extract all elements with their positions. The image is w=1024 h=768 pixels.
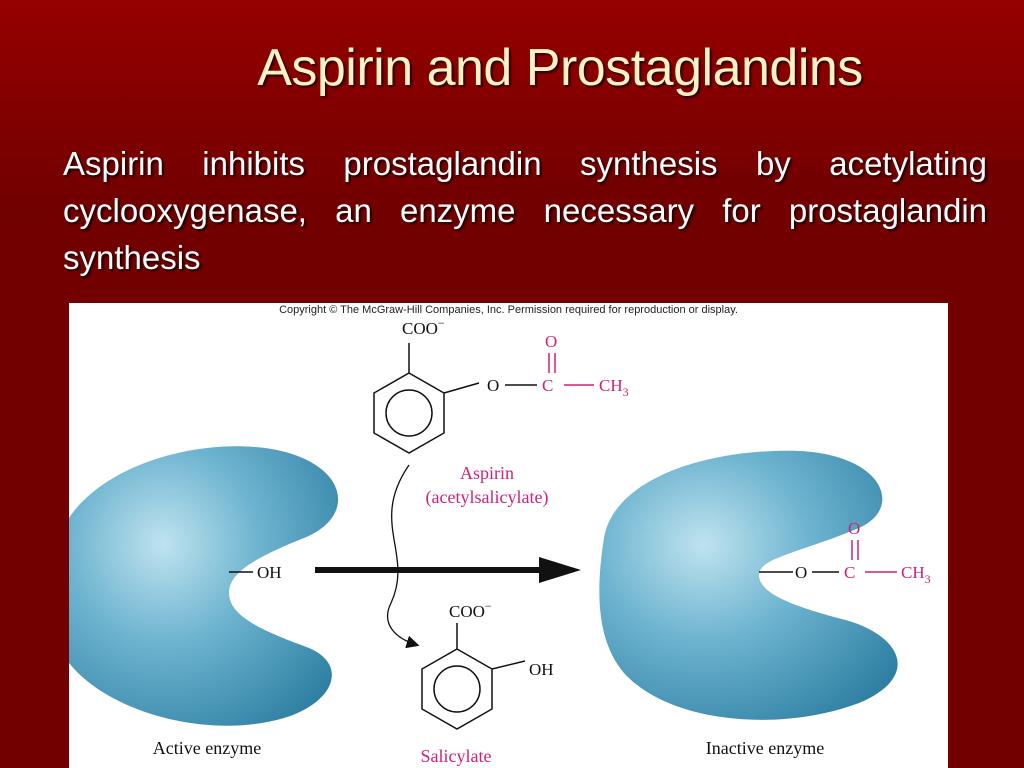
salicylate-label: Salicylate — [421, 746, 492, 766]
slide-body-text: Aspirin inhibits prostaglandin synthesis… — [63, 145, 987, 276]
aspirin-mechanism-figure: OH O C O CH3 COO− O C O CH3 — [69, 303, 948, 768]
slide-title: Aspirin and Prostaglandins — [257, 39, 863, 97]
inactive-enzyme-shape — [599, 450, 898, 720]
salicylate-hydroxyl: OH — [529, 660, 554, 679]
inactive-enzyme-oxygen-top: O — [848, 519, 860, 538]
inactive-enzyme-ester-c: C — [844, 563, 855, 582]
salicylate-carboxylate: COO− — [449, 599, 492, 621]
transfer-arrow — [386, 464, 420, 649]
aspirin-carboxylate: COO− — [402, 316, 445, 338]
aspirin-sublabel: (acetylsalicylate) — [426, 487, 549, 508]
aspirin-ester-c: C — [542, 376, 553, 395]
mechanism-diagram: OH O C O CH3 COO− O C O CH3 — [69, 316, 931, 766]
inactive-enzyme-label: Inactive enzyme — [706, 738, 824, 758]
aspirin-label: Aspirin — [460, 463, 514, 483]
active-enzyme-shape — [69, 446, 339, 726]
inactive-enzyme-methyl: CH3 — [901, 563, 931, 586]
copyright-notice: Copyright © The McGraw-Hill Companies, I… — [279, 304, 738, 316]
aspirin-methyl: CH3 — [599, 376, 629, 399]
inactive-enzyme-ester-o: O — [795, 563, 807, 582]
aspirin-ester-o: O — [487, 376, 499, 395]
aspirin-structure: COO− O C O CH3 — [373, 316, 629, 454]
salicylate-structure: COO− OH — [421, 599, 554, 730]
aspirin-oxygen-top: O — [545, 332, 557, 351]
active-enzyme-label: Active enzyme — [153, 738, 261, 758]
active-enzyme-oh: OH — [257, 563, 282, 582]
